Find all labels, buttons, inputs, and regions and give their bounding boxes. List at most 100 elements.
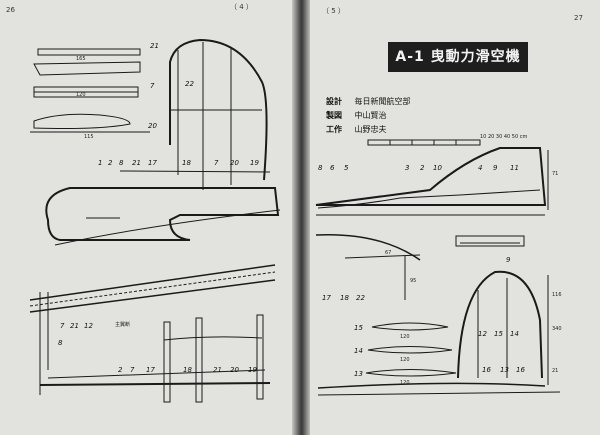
callout-label: 20	[230, 159, 239, 167]
callout-label: 13	[500, 366, 509, 374]
stab-strut	[163, 321, 171, 403]
stab-line	[47, 369, 266, 379]
stab-part	[455, 235, 525, 247]
side-elevation	[315, 147, 547, 206]
leader-line	[119, 170, 271, 173]
book-gutter	[292, 0, 310, 435]
callout-label: 12	[478, 330, 487, 338]
callout-label: 21	[150, 42, 159, 50]
dim-label: 71	[552, 171, 558, 177]
callout-label: 15	[354, 324, 363, 332]
section-label: 主翼断	[115, 321, 130, 328]
side-mid-line	[317, 189, 541, 209]
dim-label: 120	[400, 380, 410, 386]
wing-trailing	[29, 279, 276, 313]
callout-label: 3	[405, 164, 409, 172]
callout-label: 4	[478, 164, 482, 172]
stab-front-line	[344, 254, 421, 259]
callout-label: 20	[230, 366, 239, 374]
callout-label: 9	[493, 164, 498, 172]
callout-label: 8	[119, 159, 124, 167]
callout-label: 17	[146, 366, 155, 374]
callout-label: 17	[322, 294, 331, 302]
wing-leading	[29, 264, 276, 301]
scale-label: 10 20 30 40 50 cm	[480, 134, 528, 140]
credit-role: 製図	[326, 111, 342, 120]
callout-label: 13	[354, 370, 363, 378]
credit-name: 中山賢治	[354, 111, 387, 120]
callout-label: 17	[148, 159, 157, 167]
callout-label: 14	[354, 347, 363, 355]
callout-label: 6	[330, 164, 335, 172]
left-running-head: （ 4 ）	[230, 3, 253, 11]
wing-mid	[29, 271, 276, 307]
callout-label: 12	[84, 322, 93, 330]
right-page	[302, 0, 600, 435]
drawing-title: A-1 曳動力滑空機	[388, 42, 528, 72]
callout-label: 20	[148, 122, 157, 130]
rib-14	[367, 346, 453, 354]
stab-bottom	[39, 382, 271, 386]
left-callouts: 21 7 22 20 1 2 8 21 17 18 7 20 19 7 21 1…	[58, 42, 259, 374]
callout-label: 7	[150, 82, 155, 90]
left-page-number: 26	[6, 6, 15, 14]
callout-label: 16	[516, 366, 525, 374]
rib-profile	[33, 113, 131, 129]
stab-curve	[163, 336, 263, 341]
credit-name: 毎日新聞航空部	[354, 97, 411, 106]
callout-label: 5	[344, 164, 349, 172]
fuselage-side	[45, 187, 280, 241]
callout-label: 18	[182, 159, 191, 167]
callout-label: 18	[340, 294, 349, 302]
dim-label: 340	[552, 326, 562, 332]
callout-label: 2	[108, 159, 113, 167]
dim-label: 120	[400, 357, 410, 363]
dim-label: 115	[84, 134, 94, 140]
callout-label: 21	[213, 366, 222, 374]
left-page	[0, 0, 298, 435]
stab-strut	[256, 314, 264, 400]
callout-label: 22	[356, 294, 365, 302]
callout-label: 19	[250, 159, 259, 167]
dim-label: 120	[76, 92, 86, 98]
bottom-curve	[317, 382, 546, 389]
credit-role: 工作	[326, 125, 342, 134]
rib-13	[365, 369, 457, 377]
callout-label: 2	[420, 164, 425, 172]
callout-label: 16	[482, 366, 491, 374]
fuselage-lower-curve	[54, 209, 281, 246]
credit-role: 設計	[326, 97, 342, 106]
fin-outline	[457, 270, 543, 379]
callout-label: 7	[130, 366, 135, 374]
credit-name: 山野忠夫	[354, 125, 387, 134]
dim-label: 95	[410, 278, 416, 284]
right-page-number: 27	[574, 14, 583, 22]
credit-build: 工作 山野忠夫	[326, 124, 387, 135]
spar-part-a	[33, 61, 141, 76]
dim-label: 120	[400, 334, 410, 340]
callout-label: 9	[506, 256, 511, 264]
credit-drafting: 製図 中山賢治	[326, 110, 387, 121]
right-callouts: 10 20 30 40 50 cm 8 6 5 3 2 10 4 9 11 17…	[318, 134, 562, 386]
rudder-outline	[169, 38, 268, 181]
spar-part-top	[37, 48, 141, 56]
callout-label: 14	[510, 330, 519, 338]
dim-label: 21	[552, 368, 558, 374]
callout-label: 11	[510, 164, 519, 172]
stab-strut	[195, 317, 203, 403]
callout-label: 21	[132, 159, 141, 167]
scale-bar	[367, 139, 481, 146]
right-running-head: （ 5 ）	[322, 7, 345, 15]
credit-design: 設計 毎日新聞航空部	[326, 96, 411, 107]
callout-label: 21	[70, 322, 79, 330]
rib-15	[371, 322, 449, 331]
callout-label: 7	[60, 322, 65, 330]
callout-label: 15	[494, 330, 503, 338]
callout-label: 7	[214, 159, 219, 167]
callout-label: 18	[183, 366, 192, 374]
dim-label: 165	[76, 56, 86, 62]
dim-label: 67	[385, 250, 391, 256]
callout-label: 22	[185, 80, 194, 88]
